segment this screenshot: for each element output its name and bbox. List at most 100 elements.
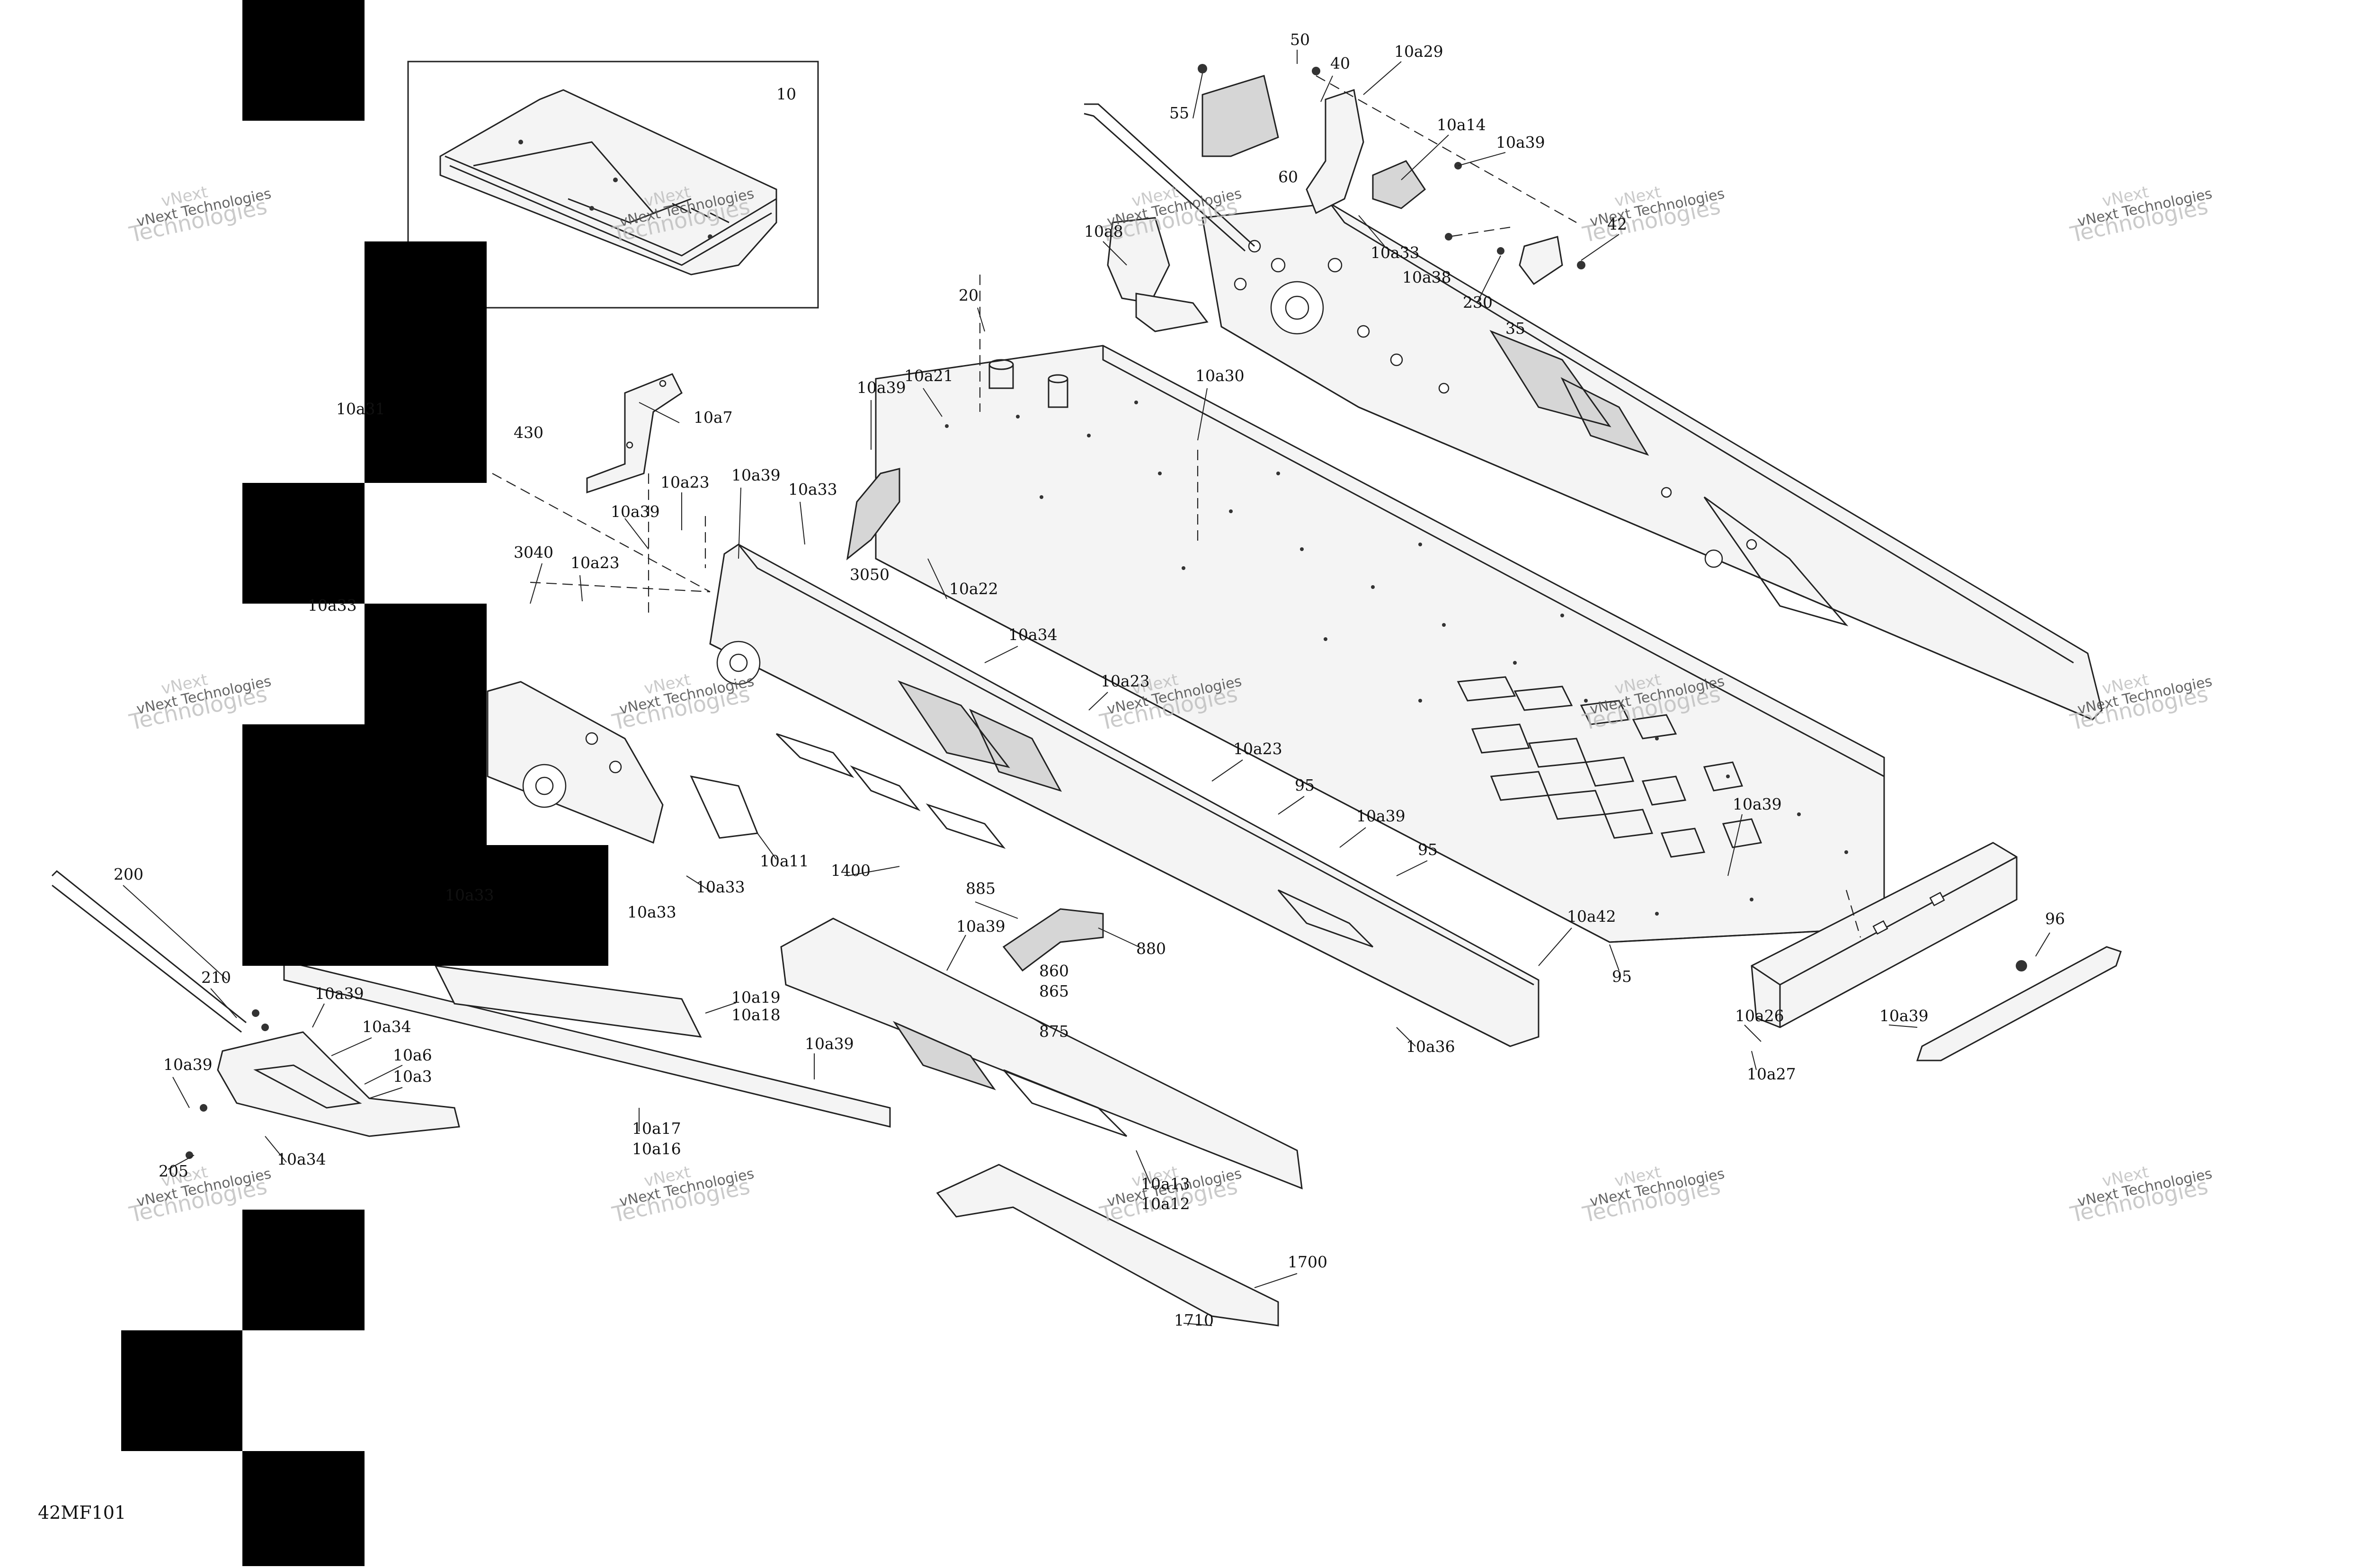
leader-line — [265, 1136, 287, 1163]
leader-line — [1098, 927, 1141, 948]
leader-line — [1609, 944, 1620, 971]
leader-line — [800, 501, 805, 545]
guard-10a21 — [846, 468, 900, 561]
leader-line — [1197, 388, 1208, 441]
callout-label: 10a39 — [1733, 795, 1782, 813]
callout-label: 10a38 — [1402, 268, 1451, 286]
callout-label: 20 — [959, 286, 979, 304]
callout-label: 10a3 — [393, 1067, 432, 1086]
callout-label: 10a23 — [570, 553, 620, 572]
callout-label: 60 — [1278, 168, 1298, 186]
leader-line — [1744, 1025, 1762, 1042]
leader-line — [1183, 1323, 1212, 1326]
runner-10a19 — [434, 965, 702, 1038]
leader-line — [738, 487, 741, 559]
callout-label: 875 — [1039, 1022, 1069, 1041]
leader-line — [168, 1155, 195, 1170]
callout-label: 10a16 — [632, 1140, 681, 1158]
callout-label: 10a12 — [1141, 1194, 1190, 1213]
bracket-10a7 — [586, 373, 683, 494]
leader-line — [1396, 1027, 1416, 1047]
callout-label: 10a30 — [1195, 366, 1245, 385]
callout-label: 10a39 — [1496, 133, 1545, 151]
leader-line — [312, 1003, 325, 1028]
callout-label: 205 — [159, 1162, 188, 1180]
leader-line — [1581, 234, 1620, 261]
callout-label: 430 — [514, 423, 543, 442]
callout-label: 10a33 — [627, 903, 676, 921]
leader-line — [977, 307, 985, 332]
leader-line — [1254, 1273, 1298, 1288]
leader-line — [705, 1002, 737, 1014]
rear-bracket-96 — [1916, 946, 2122, 1061]
leader-line — [1477, 255, 1501, 303]
callout-label: 10a39 — [956, 917, 1006, 935]
leader-line — [1396, 860, 1428, 876]
callout-label: 10a34 — [362, 1017, 411, 1036]
callout-label: 10a39 — [163, 1055, 213, 1074]
leader-line — [624, 518, 649, 550]
leader-line — [369, 1087, 403, 1099]
leader-line — [2035, 932, 2050, 957]
assembly-lines — [492, 226, 1861, 938]
callout-label: 10a33 — [1370, 243, 1420, 262]
leader-line — [639, 402, 680, 423]
leader-line — [579, 575, 583, 602]
callout-label: 10a34 — [1008, 625, 1058, 644]
top-bracket-group — [1198, 64, 1585, 285]
leader-line — [530, 563, 543, 604]
callout-label: 10a33 — [445, 886, 494, 904]
redaction-blocks — [121, 0, 608, 1566]
leader-line — [172, 1077, 190, 1108]
callout-label: 10a39 — [1356, 807, 1406, 825]
tunnel-plate — [875, 345, 1885, 943]
callout-label: 10a22 — [949, 579, 998, 598]
callout-label: 10a13 — [1141, 1175, 1190, 1193]
leader-line — [1358, 215, 1385, 247]
callout-label: 10a34 — [277, 1150, 326, 1168]
callout-label: 10a39 — [731, 466, 781, 484]
callout-label: 10 — [776, 85, 796, 103]
leader-line — [1088, 692, 1108, 711]
inset-assembly-view — [407, 61, 819, 309]
callout-label: 10a39 — [805, 1034, 854, 1053]
leader-line — [1103, 241, 1127, 266]
leader-line — [1458, 152, 1506, 166]
callout-label: 10a39 — [611, 502, 660, 521]
right-side-rail — [1084, 103, 2103, 721]
callout-label: 860 — [1039, 962, 1069, 980]
callout-label: 10a14 — [1437, 116, 1486, 134]
callout-label: 200 — [114, 865, 143, 883]
callout-label: 95 — [1612, 967, 1632, 986]
callout-label: 865 — [1039, 982, 1069, 1000]
leader-line — [1211, 759, 1243, 782]
leader-line — [1401, 134, 1449, 180]
leader-line — [927, 558, 947, 599]
callout-label: 55 — [1169, 104, 1189, 122]
callout-label: 880 — [1136, 939, 1166, 958]
bracket-10a8 — [1107, 217, 1209, 332]
callout-label: 10a29 — [1394, 42, 1443, 61]
callout-label: 96 — [2045, 909, 2065, 928]
leader-line — [1032, 1017, 1047, 1027]
callout-label: 10a7 — [694, 408, 733, 427]
callout-label: 10a8 — [1084, 222, 1123, 241]
leader-line — [1751, 1051, 1757, 1070]
callout-label: 10a39 — [1879, 1007, 1929, 1025]
callout-label: 10a23 — [660, 473, 710, 491]
callout-label: 35 — [1505, 319, 1525, 338]
callout-label: 10a36 — [1406, 1037, 1455, 1056]
callout-label: 10a31 — [336, 400, 385, 418]
leader-line — [123, 885, 228, 980]
callout-label: 10a33 — [308, 596, 357, 615]
leader-line — [923, 388, 943, 417]
figure-code: 42MF101 — [38, 1502, 126, 1523]
callout-label: 10a27 — [1747, 1065, 1796, 1083]
callout-label: 42 — [1607, 215, 1627, 233]
